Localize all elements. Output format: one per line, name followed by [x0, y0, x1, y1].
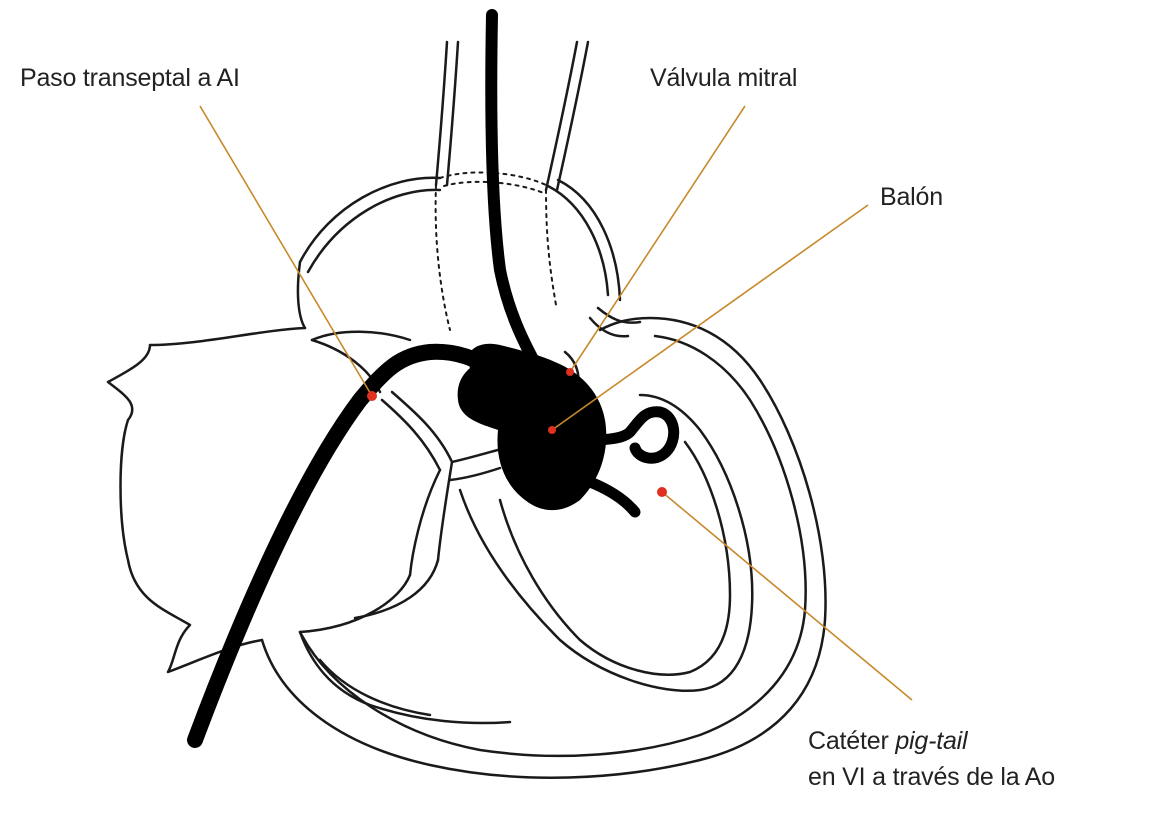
- label-mitral-valve: Válvula mitral: [650, 64, 797, 93]
- guide-catheter: [491, 15, 540, 372]
- atrial-outline: [298, 178, 620, 328]
- interatrial-septum: [382, 392, 452, 470]
- atrioventricular-junction: [300, 448, 505, 632]
- marker-transeptal: [367, 391, 377, 401]
- label-transeptal: Paso transeptal a AI: [20, 64, 240, 93]
- label-balloon: Balón: [880, 183, 943, 212]
- leader-line-balon: [552, 205, 868, 430]
- leader-line-mitral: [570, 106, 745, 372]
- interventricular-septum: [300, 632, 510, 723]
- label-pigtail-prefix: Catéter: [808, 727, 895, 755]
- marker-mitral: [566, 368, 574, 376]
- balloon: [458, 344, 607, 510]
- superior-vessel-left: [436, 42, 458, 185]
- superior-vessel-right: [546, 42, 588, 190]
- marker-pigtail: [657, 487, 667, 497]
- transeptal-catheter: [195, 352, 500, 740]
- left-atrium-inner: [312, 308, 640, 340]
- label-pigtail-line1: Catéter pig-tail: [808, 723, 1055, 759]
- marker-balon: [548, 426, 556, 434]
- label-pigtail-line2: en VI a través de la Ao: [808, 759, 1055, 795]
- right-atrium-outline: [108, 328, 305, 672]
- label-pigtail-catheter: Catéter pig-tail en VI a través de la Ao: [808, 723, 1055, 795]
- leader-line-transeptal: [200, 106, 372, 396]
- label-pigtail-italic: pig-tail: [895, 727, 967, 755]
